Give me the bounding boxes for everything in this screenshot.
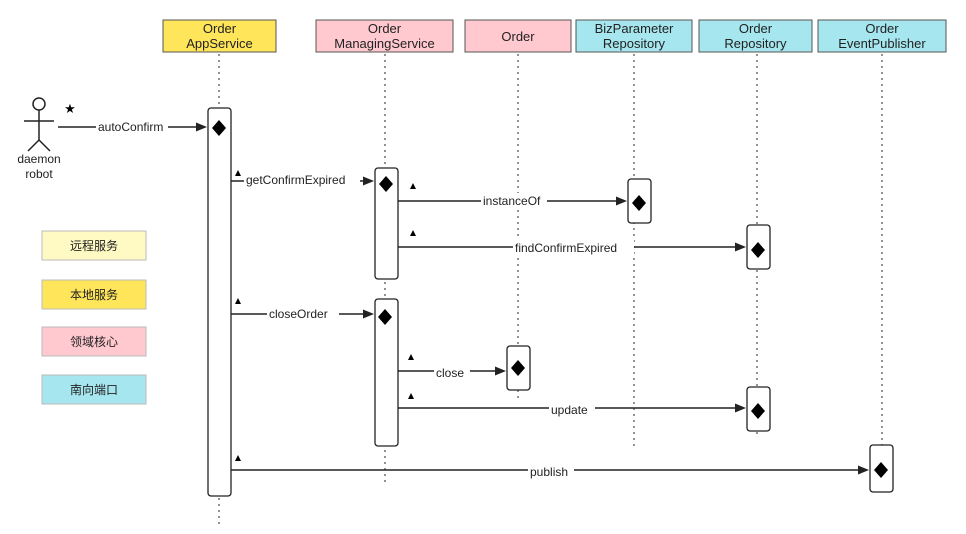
message-close-order: closeOrder	[231, 298, 374, 322]
activation-managing-close-order	[374, 298, 399, 447]
legend-item-domain-core: 领域核心	[41, 326, 147, 357]
async-call-icon	[408, 354, 414, 360]
message-find-confirm-expired: findConfirmExpired	[398, 230, 746, 256]
participant-label-line2: AppService	[186, 36, 252, 51]
diamond-icon	[378, 309, 392, 325]
arrowhead-icon	[735, 242, 746, 252]
star-icon: ★	[64, 102, 76, 117]
diamond-icon	[751, 242, 765, 258]
participant-box	[162, 19, 277, 53]
message-instance-of: instanceOf	[398, 183, 627, 209]
async-call-icon	[408, 393, 414, 399]
legend-swatch	[41, 374, 147, 405]
actor-name-line1: daemon	[17, 152, 60, 166]
diamond-icon	[212, 120, 226, 136]
participant-box	[698, 19, 813, 53]
arrowhead-icon	[363, 176, 374, 186]
participant-box	[575, 19, 693, 53]
actor-head	[32, 97, 46, 111]
message-label: closeOrder	[269, 307, 328, 321]
legend-swatch	[41, 230, 147, 261]
participant-box	[315, 19, 454, 53]
legend-label: 远程服务	[70, 238, 118, 253]
diamond-icon	[751, 403, 765, 419]
legend-swatch	[41, 326, 147, 357]
message-label: findConfirmExpired	[515, 241, 617, 255]
activation-repository-find	[746, 224, 771, 270]
diamond-icon	[632, 195, 646, 211]
actor-name-line2: robot	[25, 167, 53, 181]
participant-label-line2: ManagingService	[334, 36, 434, 51]
legend: 远程服务 本地服务 领域核心 南向端口	[41, 230, 147, 405]
actor-right-leg	[38, 139, 51, 152]
participant-label-line1: Order	[368, 21, 402, 36]
actor-left-leg	[27, 139, 40, 152]
legend-label: 南向端口	[70, 382, 118, 397]
diamond-icon	[379, 176, 393, 192]
arrowhead-icon	[616, 196, 627, 206]
actor-daemon-robot: daemon robot ★	[17, 97, 76, 181]
message-close: close	[398, 354, 506, 381]
activation-order-close	[506, 345, 531, 391]
arrowhead-icon	[196, 122, 207, 132]
participant-biz-parameter-repository: BizParameter Repository	[575, 19, 693, 53]
participant-label-line2: EventPublisher	[838, 36, 926, 51]
message-auto-confirm: autoConfirm	[58, 119, 207, 135]
participant-box	[817, 19, 947, 53]
activation-biz-parameter-instance-of	[627, 178, 652, 224]
participant-order-app-service: Order AppService	[162, 19, 277, 53]
activation-publisher-publish	[869, 444, 894, 493]
participant-order-event-publisher: Order EventPublisher	[817, 19, 947, 53]
diamond-icon	[874, 462, 888, 478]
participant-order: Order	[464, 19, 572, 53]
activation-repository-update	[746, 386, 771, 432]
message-label: instanceOf	[483, 194, 541, 208]
message-label: autoConfirm	[98, 120, 163, 134]
message-publish: publish	[231, 455, 869, 480]
async-call-icon	[410, 230, 416, 236]
async-call-icon	[410, 183, 416, 189]
legend-label: 本地服务	[70, 287, 118, 302]
message-label: update	[551, 403, 588, 417]
legend-label: 领域核心	[70, 335, 118, 349]
arrowhead-icon	[495, 366, 506, 376]
legend-item-local-service: 本地服务	[41, 279, 147, 310]
participant-label-line1: Order	[501, 29, 535, 44]
message-label: publish	[530, 465, 568, 479]
participant-order-repository: Order Repository	[698, 19, 813, 53]
arrowhead-icon	[858, 465, 869, 475]
arrowhead-icon	[363, 309, 374, 319]
legend-item-remote-service: 远程服务	[41, 230, 147, 261]
message-label: close	[436, 366, 464, 380]
participant-label-line2: Repository	[724, 36, 787, 51]
activation-managing-get-confirm	[374, 167, 399, 280]
participant-label-line2: Repository	[603, 36, 666, 51]
message-update: update	[398, 393, 746, 418]
message-get-confirm-expired: getConfirmExpired	[231, 170, 374, 188]
participant-box	[464, 19, 572, 53]
participant-order-managing-service: Order ManagingService	[315, 19, 454, 53]
legend-item-southbound-port: 南向端口	[41, 374, 147, 405]
async-call-icon	[235, 298, 241, 304]
arrowhead-icon	[735, 403, 746, 413]
async-call-icon	[235, 455, 241, 461]
participant-label-line1: Order	[865, 21, 899, 36]
activation-app-service	[207, 107, 232, 497]
participant-label-line1: BizParameter	[595, 21, 674, 36]
participant-label-line1: Order	[739, 21, 773, 36]
diamond-icon	[511, 360, 525, 376]
async-call-icon	[235, 170, 241, 176]
participant-label-line1: Order	[203, 21, 237, 36]
message-label: getConfirmExpired	[246, 173, 345, 187]
legend-swatch	[41, 279, 147, 310]
